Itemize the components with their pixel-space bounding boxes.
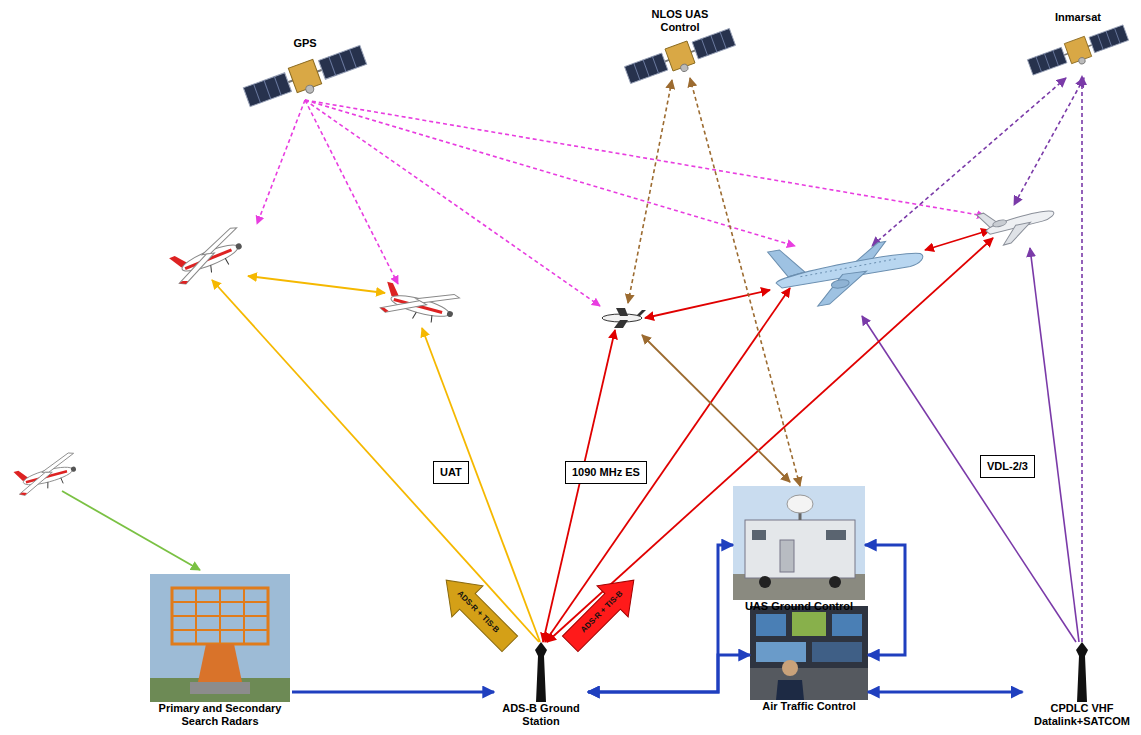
atc-node: Air Traffic Control: [750, 606, 868, 713]
es-air-link: [645, 290, 770, 318]
radar-photo: [150, 574, 290, 702]
icon-area: [150, 574, 290, 702]
node-label: CPDLC VHF Datalink+SATCOM: [1025, 702, 1140, 728]
icon-area: [1023, 24, 1133, 76]
antenna-tower: [1076, 642, 1088, 702]
connector: [588, 655, 750, 692]
uat-link: [422, 328, 540, 642]
gps-signal: [257, 100, 305, 224]
uat-air-link: [248, 276, 385, 293]
radar-node: Primary and Secondary Search Radars: [148, 574, 292, 728]
broadcast-arrow: [431, 565, 526, 660]
icon-area: [733, 486, 865, 600]
gps-signal: [305, 100, 600, 306]
inmarsat-links: [872, 78, 1084, 246]
control-trailer-photo: [733, 486, 865, 600]
datalink-station-node: CPDLC VHF Datalink+SATCOM: [1023, 642, 1141, 728]
ground-station-node: ADS-B Ground Station: [494, 642, 588, 728]
icon-area: [235, 50, 375, 102]
satcom-link: [1014, 78, 1084, 205]
airliner: [768, 226, 929, 313]
light-aircraft: [379, 277, 460, 330]
business-jet: [977, 196, 1059, 250]
icon-area: [1062, 642, 1102, 702]
satellite-node: NLOS UAS Control: [620, 8, 740, 78]
connector: [865, 545, 905, 655]
node-label: UAS Ground Control: [745, 600, 853, 613]
link-label: 1090 MHz ES: [565, 461, 647, 484]
es-link: [547, 238, 993, 642]
light-aircraft: [167, 226, 249, 286]
satellite-node: GPS: [235, 37, 375, 102]
connector: [292, 691, 494, 694]
node-label: ADS-B Ground Station: [496, 702, 586, 728]
node-label: NLOS UAS Control: [644, 8, 716, 34]
radar-return: [62, 491, 200, 570]
atc-room-photo: [750, 606, 868, 700]
es-air-link: [925, 230, 990, 250]
broadcast-arrow: [555, 565, 650, 660]
gps-signal: [305, 100, 795, 246]
link-label: UAT: [433, 461, 469, 484]
node-label: Air Traffic Control: [762, 700, 856, 713]
vdl-link: [1030, 248, 1079, 642]
connector: [690, 78, 800, 486]
gps-signals: [257, 100, 985, 306]
es-links: [543, 230, 993, 642]
icon-area: [620, 34, 740, 78]
node-label: Inmarsat: [1055, 11, 1101, 24]
vdl-links: [862, 248, 1079, 642]
gps-signal: [305, 100, 985, 216]
icon-area: [521, 642, 561, 702]
uas-los-link: [642, 335, 790, 482]
icon-area: [750, 606, 868, 700]
node-label: GPS: [293, 37, 316, 50]
satellite-node: Inmarsat: [1023, 11, 1133, 76]
uas-satcom-link: [628, 80, 672, 303]
link-label: VDL-2/3: [980, 455, 1035, 478]
nlos-satellite: [624, 26, 738, 90]
inmarsat-satellite: [1027, 23, 1131, 82]
connector: [868, 691, 1023, 694]
control-center-node: UAS Ground Control: [733, 486, 865, 613]
light-aircraft: [12, 452, 80, 497]
connector: [1081, 76, 1083, 642]
connector: [588, 545, 733, 692]
uav: [602, 308, 646, 328]
satcom-link: [872, 78, 1066, 246]
gps-signal: [305, 100, 398, 284]
node-label: Primary and Secondary Search Radars: [150, 702, 290, 728]
antenna-tower: [535, 642, 547, 702]
